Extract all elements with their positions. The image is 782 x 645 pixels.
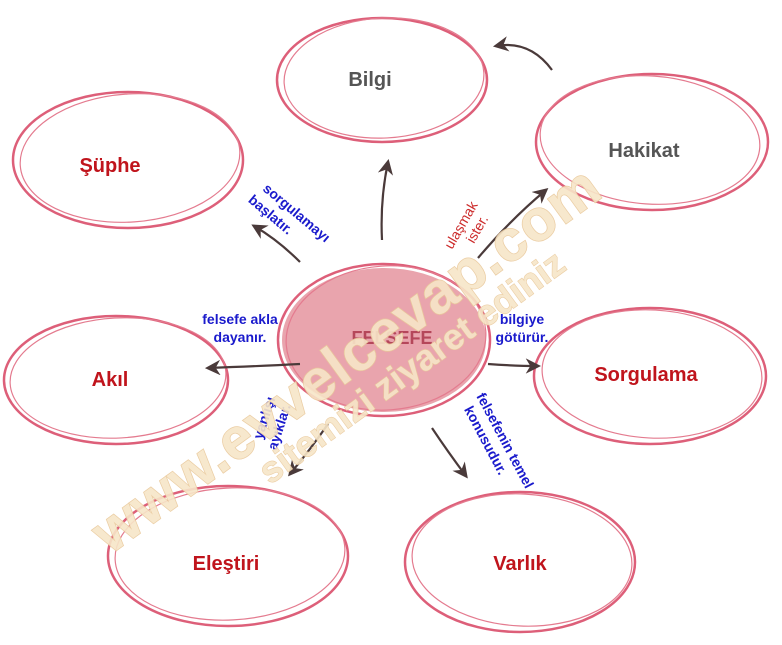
node-label-varlik: Varlık bbox=[493, 553, 547, 575]
node-elestiri: Eleştiri bbox=[106, 484, 350, 628]
arrow-to-elestiri bbox=[288, 423, 329, 477]
arrows bbox=[204, 36, 553, 479]
arrow-to-sorgulama bbox=[487, 358, 542, 374]
node-sorgulama: Sorgulama bbox=[532, 306, 768, 446]
edge-label-sorgulama-line2: götürür. bbox=[496, 329, 549, 345]
edge-label-akil-line2: dayanır. bbox=[214, 329, 267, 345]
edge-label-varlik: felsefenin temel konusudur. bbox=[461, 390, 537, 491]
node-bilgi: Bilgi bbox=[275, 16, 489, 144]
node-akil: Akıl bbox=[2, 314, 230, 446]
node-label-bilgi: Bilgi bbox=[348, 69, 391, 91]
watermark: www.evvelcevap.com sitemizi ziyaret edin… bbox=[78, 152, 614, 567]
arrow-to-bilgi bbox=[377, 158, 393, 241]
arrow-to-suphe bbox=[251, 224, 301, 263]
node-label-elestiri: Eleştiri bbox=[193, 553, 260, 575]
arrow-to-varlik bbox=[431, 427, 468, 479]
node-hakikat: Hakikat bbox=[534, 72, 770, 212]
edge-label-akil-line1: felsefe akla bbox=[202, 311, 278, 327]
watermark-url: www.evvelcevap.com bbox=[79, 153, 613, 566]
node-suphe: Şüphe bbox=[11, 90, 245, 230]
node-label-akil: Akıl bbox=[92, 369, 129, 391]
node-label-hakikat: Hakikat bbox=[608, 140, 679, 162]
arrow-to-hakikat bbox=[477, 188, 549, 259]
center-node-felsefe: FELSEFE bbox=[276, 262, 492, 418]
edge-label-suphe: sorgulamayı başlatır. bbox=[245, 180, 333, 245]
arrow-to-akil bbox=[204, 359, 301, 376]
edge-label-sorgulama: bilgiye götürür. bbox=[496, 311, 549, 345]
edge-label-akil: felsefe akla dayanır. bbox=[202, 311, 278, 345]
arrow-hakikat-to-bilgi bbox=[492, 36, 553, 71]
node-label-sorgulama: Sorgulama bbox=[594, 364, 698, 386]
center-label: FELSEFE bbox=[351, 328, 432, 348]
node-label-suphe: Şüphe bbox=[79, 155, 140, 177]
node-varlik: Varlık bbox=[403, 490, 637, 634]
edge-label-sorgulama-line1: bilgiye bbox=[500, 311, 545, 327]
